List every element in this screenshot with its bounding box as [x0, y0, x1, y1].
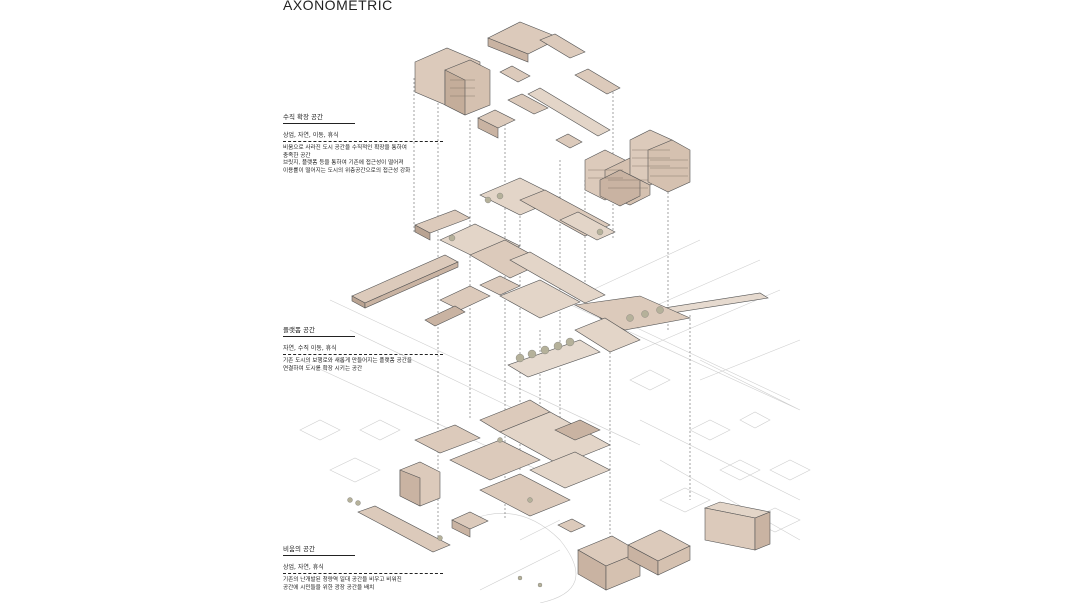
section-heading: 비움의 공간	[283, 543, 355, 556]
upper-layer-masses	[414, 21, 691, 207]
lower-layer-ground	[357, 399, 772, 591]
section-tags: 상업, 자연, 휴식	[283, 562, 443, 574]
page-title: AXONOMETRIC	[283, 0, 393, 13]
section-platform: 플랫폼 공간 자연, 수직 이동, 휴식 기존 도시의 보행로와 새롭게 만들어…	[283, 324, 458, 373]
tower-window-lines	[450, 79, 688, 189]
section-void: 비움의 공간 상업, 자연, 휴식 기존의 난개발된 청량역 일대 공간을 비우…	[283, 543, 458, 592]
section-tags: 상업, 자연, 이동, 휴식	[283, 130, 443, 142]
ground-trees	[347, 437, 543, 588]
section-description: 비움으로 사라진 도시 공간을 수직적인 확장을 통하여 충족한 공간 브릿지,…	[283, 145, 411, 174]
section-heading: 플랫폼 공간	[283, 324, 355, 337]
section-tags: 자연, 수직 이동, 휴식	[283, 343, 443, 355]
context-city	[299, 239, 811, 603]
section-heading: 수직 확장 공간	[283, 111, 355, 124]
middle-layer-trees	[448, 192, 664, 363]
section-description: 기존의 난개발된 청량역 일대 공간을 비우고 비워진 공간에 시민들을 위한 …	[283, 577, 402, 591]
section-vertical-expansion: 수직 확장 공간 상업, 자연, 이동, 휴식 비움으로 사라진 도시 공간을 …	[283, 111, 458, 175]
